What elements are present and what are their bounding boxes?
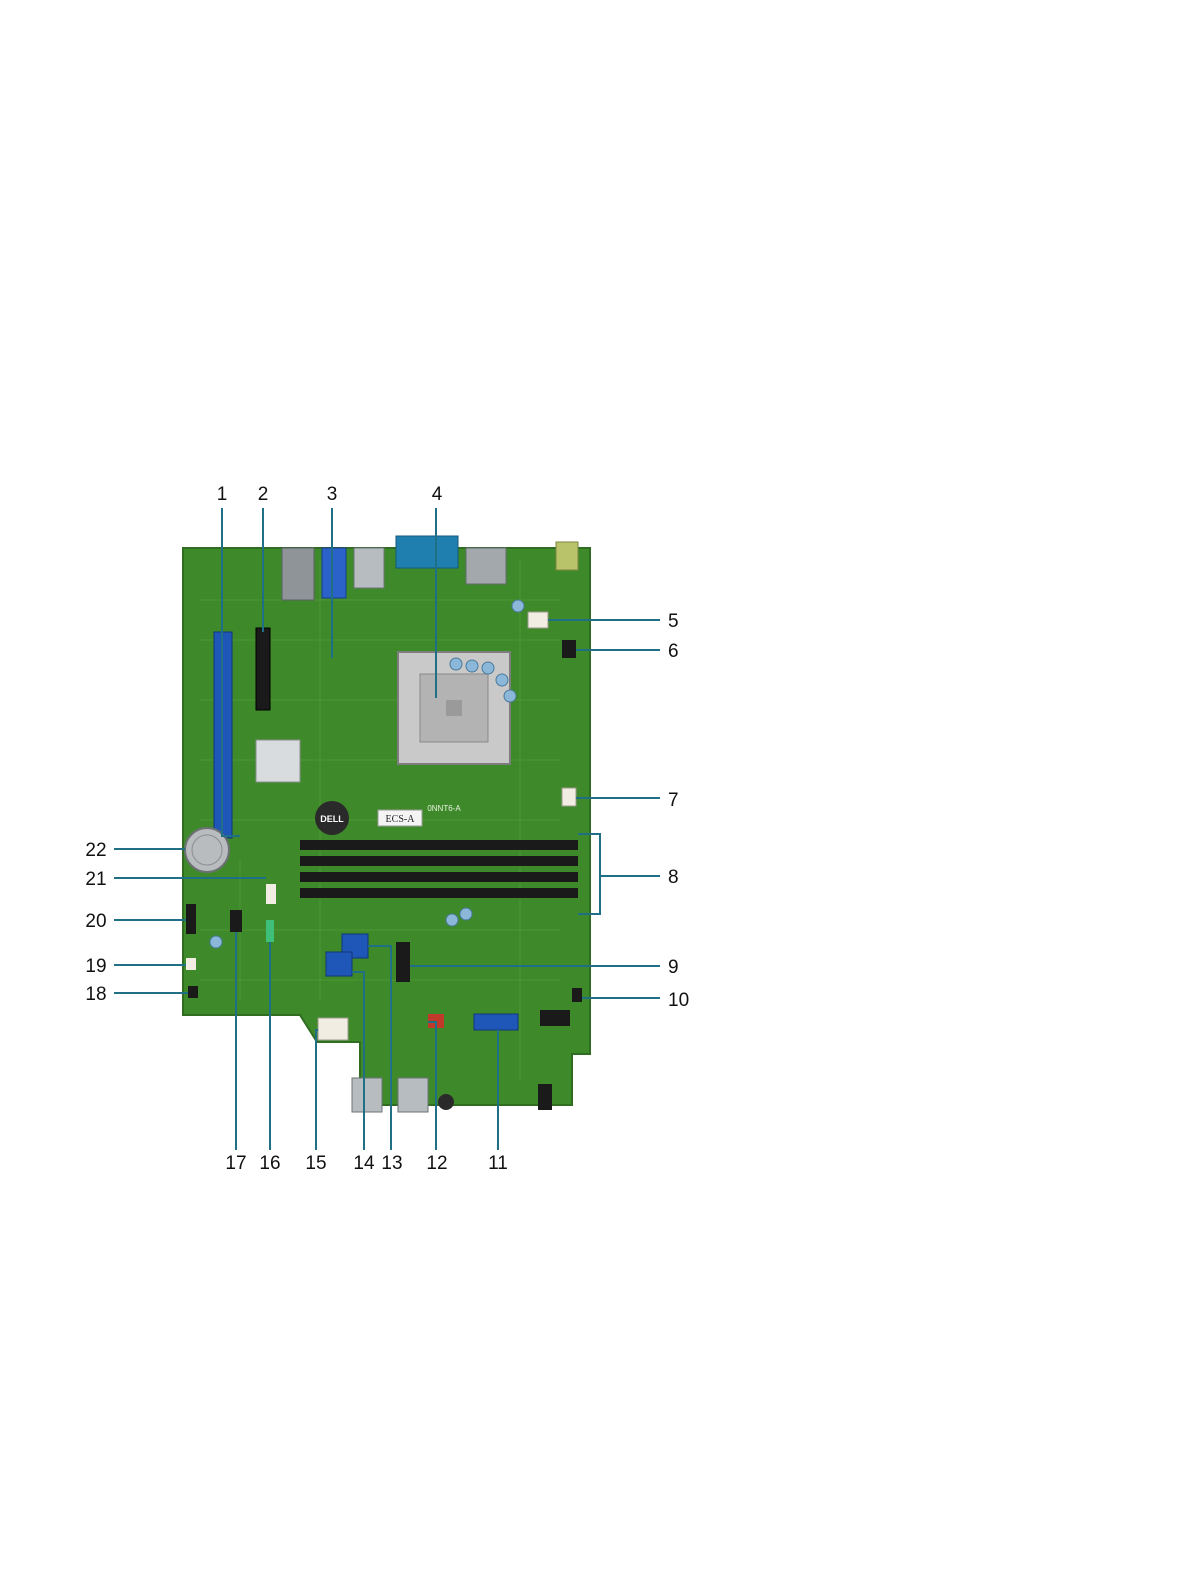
callout-15: 15 xyxy=(305,1153,326,1174)
atx-power-connector xyxy=(318,1018,348,1040)
callout-21: 21 xyxy=(85,869,106,890)
rear-ethernet-port xyxy=(466,548,506,584)
callout-10: 10 xyxy=(668,990,689,1011)
sata-connector-2 xyxy=(326,952,352,976)
power-button-connector xyxy=(538,1084,552,1110)
header-10 xyxy=(572,988,582,1002)
callout-13: 13 xyxy=(381,1153,402,1174)
callout-4: 4 xyxy=(432,484,443,505)
callout-20: 20 xyxy=(85,911,106,932)
callout-17: 17 xyxy=(225,1153,246,1174)
sticker-text: ECS-A xyxy=(386,814,416,825)
dimm-slot-3 xyxy=(300,872,578,882)
callout-11: 11 xyxy=(488,1153,508,1174)
fan-connector-7 xyxy=(562,788,576,806)
dimm-slot-2 xyxy=(300,856,578,866)
header-16 xyxy=(266,920,274,942)
header-17 xyxy=(230,910,242,932)
rear-displayport xyxy=(354,548,384,588)
board-code-text: 0NNT6-A xyxy=(427,804,461,813)
front-usb-port-2 xyxy=(398,1078,428,1112)
fan-connector-6 xyxy=(562,640,576,658)
cpu-power-connector xyxy=(528,612,548,628)
chipset-heatsink xyxy=(256,740,300,782)
callout-16: 16 xyxy=(259,1153,280,1174)
header-19 xyxy=(186,958,196,970)
callout-1: 1 xyxy=(217,484,228,505)
rear-usb-stack-2 xyxy=(322,548,346,598)
dell-logo-text: DELL xyxy=(320,814,344,824)
front-usb-port-1 xyxy=(352,1078,382,1112)
callout-7: 7 xyxy=(668,790,679,811)
callout-18: 18 xyxy=(85,984,106,1005)
front-usb-header xyxy=(474,1014,518,1030)
front-audio-jack xyxy=(438,1094,454,1110)
motherboard-board: DELL ECS-A 0NNT6-A xyxy=(183,536,590,1112)
callout-5: 5 xyxy=(668,611,679,632)
callout-12: 12 xyxy=(426,1153,447,1174)
m2-slot xyxy=(396,942,410,982)
leader-15 xyxy=(316,1030,318,1150)
callout-9: 9 xyxy=(668,957,679,978)
header-10b xyxy=(540,1010,570,1026)
dimm-slot-4 xyxy=(300,888,578,898)
rear-audio-jack xyxy=(556,542,578,570)
header-18 xyxy=(188,986,198,998)
callout-3: 3 xyxy=(327,484,338,505)
callout-2: 2 xyxy=(258,484,269,505)
callout-19: 19 xyxy=(85,956,106,977)
rear-serial-port xyxy=(396,536,458,568)
pcie-x1-slot xyxy=(256,628,270,710)
callout-6: 6 xyxy=(668,641,679,662)
callout-22: 22 xyxy=(85,840,106,861)
callout-8: 8 xyxy=(668,867,679,888)
rear-usb-stack-1 xyxy=(282,548,314,600)
header-20 xyxy=(186,904,196,934)
callout-14: 14 xyxy=(353,1153,375,1174)
dimm-slot-1 xyxy=(300,840,578,850)
header-21 xyxy=(266,884,276,904)
